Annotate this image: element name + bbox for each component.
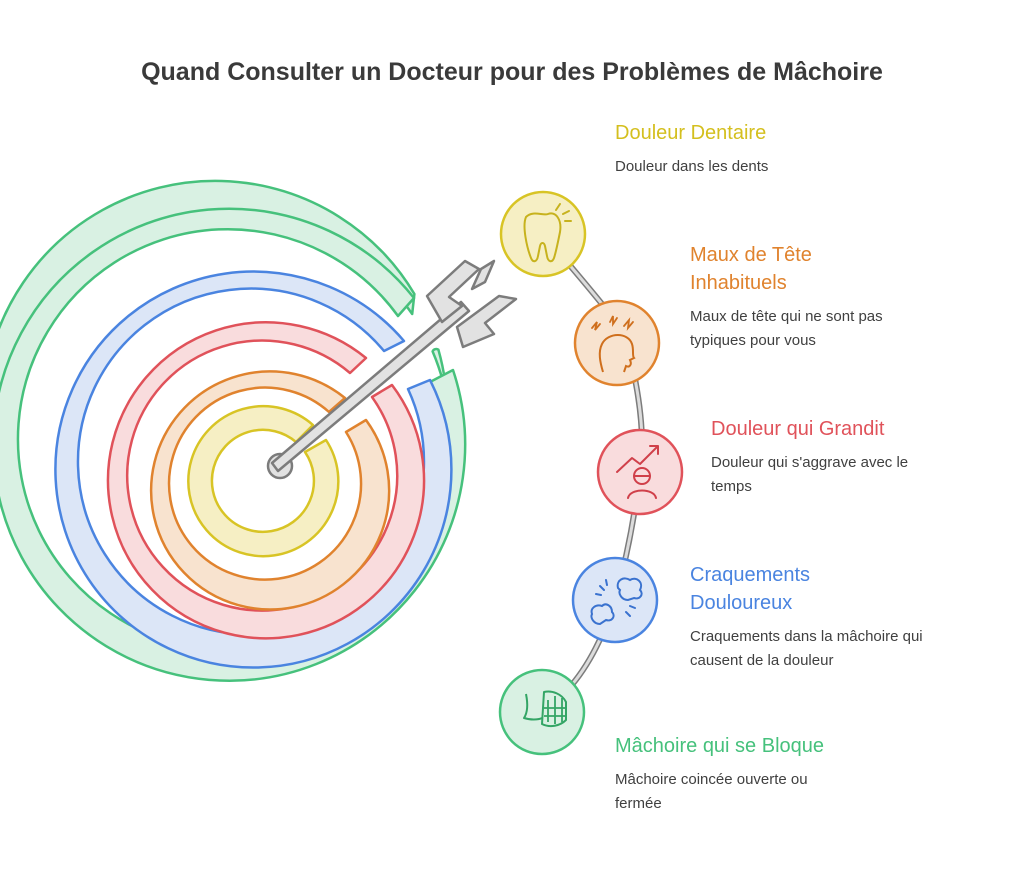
item-description: Mâchoire coincée ouverte ou fermée bbox=[615, 771, 808, 812]
page-title: Quand Consulter un Docteur pour des Prob… bbox=[141, 58, 883, 86]
list-item: Craquements Douloureux Craquements dans … bbox=[690, 561, 970, 673]
item-description: Maux de tête qui ne sont pas typiques po… bbox=[690, 308, 883, 349]
list-item: Mâchoire qui se Bloque Mâchoire coincée … bbox=[615, 732, 895, 816]
ring-red-band bbox=[106, 321, 426, 640]
item-description: Douleur qui s'aggrave avec le temps bbox=[711, 454, 909, 495]
ring-yellow-band bbox=[187, 404, 340, 558]
item-title: Maux de Tête Inhabituels bbox=[690, 244, 812, 294]
list-item: Douleur qui Grandit Douleur qui s'aggrav… bbox=[711, 415, 991, 499]
list-item: Douleur Dentaire Douleur dans les dents bbox=[615, 119, 915, 179]
arrow bbox=[270, 259, 518, 473]
item-description: Douleur dans les dents bbox=[615, 158, 769, 175]
headache-icon bbox=[573, 299, 661, 387]
ring-orange-band bbox=[149, 370, 391, 611]
item-title: Douleur Dentaire bbox=[615, 122, 767, 144]
locked-jaw-icon bbox=[498, 668, 586, 756]
item-title: Craquements Douloureux bbox=[690, 564, 811, 614]
item-description: Craquements dans la mâchoire qui causent… bbox=[690, 628, 923, 669]
rising-pain-icon bbox=[596, 428, 684, 516]
list-item: Maux de Tête Inhabituels Maux de tête qu… bbox=[690, 241, 970, 353]
cracking-jaw-icon bbox=[571, 556, 659, 644]
target-rings bbox=[0, 179, 467, 682]
item-title: Mâchoire qui se Bloque bbox=[615, 735, 825, 757]
tooth-pain-icon bbox=[499, 190, 587, 278]
ring-blue-band bbox=[54, 270, 453, 669]
ring-green-band bbox=[0, 207, 467, 682]
item-title: Douleur qui Grandit bbox=[711, 418, 885, 440]
